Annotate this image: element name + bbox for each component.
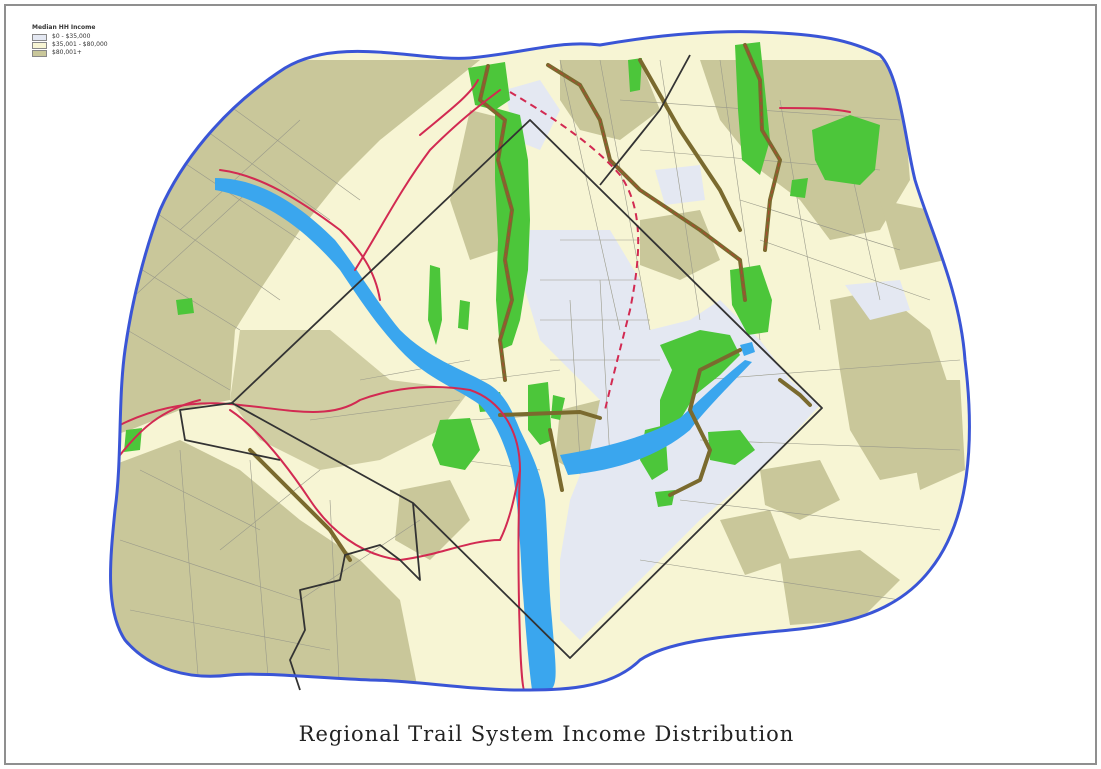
roads bbox=[119, 79, 851, 691]
legend-title: Median HH Income bbox=[32, 24, 96, 31]
legend-item-middle: $35,001 - $80,000 bbox=[32, 41, 108, 49]
parks bbox=[124, 42, 880, 507]
road-wisconsin bbox=[354, 89, 501, 271]
map-legend: Median HH Income $0 - $35,000 $35,001 - … bbox=[32, 24, 108, 57]
road-downtown-link bbox=[469, 389, 521, 471]
trail-east bbox=[778, 378, 812, 407]
road-south-link bbox=[499, 469, 521, 541]
legend-swatch-middle bbox=[32, 41, 47, 49]
dc-diamond bbox=[231, 119, 823, 659]
road-proposed-dashed bbox=[509, 91, 640, 411]
road-route-50 bbox=[119, 386, 471, 426]
income-zone-high bbox=[110, 60, 965, 690]
county-line-south bbox=[289, 502, 421, 691]
river bbox=[215, 178, 755, 690]
trail-northwest-branch bbox=[638, 58, 742, 232]
trail-four-mile-run bbox=[248, 448, 352, 562]
road-west-connector bbox=[119, 399, 201, 456]
legend-swatch-low bbox=[32, 33, 47, 41]
regional-boundary bbox=[109, 30, 971, 692]
legend-item-low: $0 - $35,000 bbox=[32, 33, 108, 41]
trail-anacostia bbox=[668, 348, 742, 497]
road-i95 bbox=[517, 469, 525, 691]
trail-centerline bbox=[479, 44, 781, 381]
trail-mount-vernon bbox=[548, 428, 564, 492]
legend-label-low: $0 - $35,000 bbox=[52, 33, 91, 40]
road-north-spur bbox=[419, 79, 479, 136]
road-route-7 bbox=[229, 409, 501, 562]
map-caption: Regional Trail System Income Distributio… bbox=[298, 722, 795, 746]
legend-swatch-high bbox=[32, 49, 47, 57]
road-river-road bbox=[219, 169, 381, 301]
road-northeast bbox=[779, 107, 851, 113]
county-line-west bbox=[179, 402, 281, 461]
county-line-northeast bbox=[599, 54, 691, 186]
legend-label-middle: $35,001 - $80,000 bbox=[52, 41, 108, 48]
legend-item-high: $80,001+ bbox=[32, 49, 108, 57]
district-boundaries bbox=[179, 54, 823, 691]
legend-label-high: $80,001+ bbox=[52, 49, 82, 56]
trail-mall bbox=[498, 410, 602, 420]
